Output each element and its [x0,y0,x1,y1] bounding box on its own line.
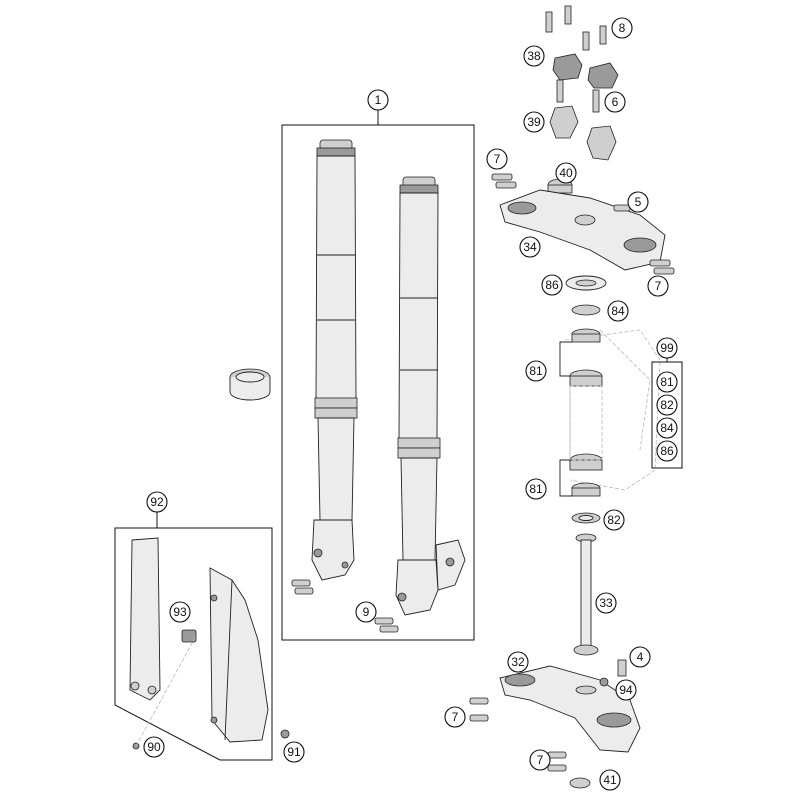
callout-39: 39 [523,111,545,133]
svg-text:86: 86 [660,444,674,458]
callout-40: 40 [555,162,577,184]
head-tube-section [569,385,603,461]
callout-34: 34 [519,236,541,258]
kit-item-81: 81 [656,371,678,393]
callout-7-lower-right: 7 [529,749,551,771]
svg-text:1: 1 [375,93,382,107]
clamp-bolts-6 [556,79,600,113]
svg-text:32: 32 [511,655,525,669]
callout-7-upper-left: 7 [486,148,508,170]
svg-text:94: 94 [619,683,633,697]
lower-triple-clamp-32 [499,665,641,753]
handlebar-clamps-38 [552,53,619,89]
svg-text:6: 6 [612,95,619,109]
svg-text:82: 82 [607,513,621,527]
handlebar-clamps-39 [549,105,617,161]
fork-pinch-bolts [291,579,399,633]
callout-91: 91 [283,741,305,763]
seal-82 [571,512,601,524]
svg-text:38: 38 [527,49,541,63]
callout-99: 99 [656,337,678,359]
kit-item-84: 84 [656,417,678,439]
svg-text:4: 4 [637,650,644,664]
callout-7-upper-right: 7 [647,275,669,297]
svg-text:91: 91 [287,745,301,759]
svg-text:86: 86 [545,278,559,292]
svg-text:7: 7 [655,279,662,293]
fork-guard-panel [129,537,161,701]
callout-4: 4 [629,646,651,668]
lower-clamp-bolts [469,659,627,789]
svg-text:82: 82 [660,398,674,412]
svg-text:90: 90 [147,740,161,754]
svg-text:81: 81 [660,375,674,389]
svg-text:84: 84 [660,421,674,435]
callout-8: 8 [611,17,633,39]
right-fork-leg [395,176,466,616]
callout-1: 1 [367,89,389,111]
svg-text:7: 7 [537,753,544,767]
left-fork-leg [311,139,358,581]
svg-text:7: 7 [452,710,459,724]
svg-text:34: 34 [523,240,537,254]
fork-guard-frame [114,512,273,761]
callout-82: 82 [603,509,625,531]
callout-38: 38 [523,45,545,67]
guard-clip [132,629,290,750]
fork-guard [209,567,269,743]
callout-33: 33 [595,592,617,614]
handlebar-bolts-8 [545,5,607,51]
callout-86: 86 [541,274,563,296]
frame-head-tube [564,329,661,491]
dust-seal-86 [565,275,607,291]
svg-text:9: 9 [363,605,370,619]
fork-assembly-frame [281,110,475,641]
svg-text:40: 40 [559,166,573,180]
callout-6: 6 [604,91,626,113]
svg-text:39: 39 [527,115,541,129]
callout-92: 92 [146,491,168,513]
svg-text:33: 33 [599,596,613,610]
callout-9: 9 [355,601,377,623]
callout-81-upper: 81 [525,360,547,382]
svg-text:81: 81 [529,482,543,496]
callout-93: 93 [169,601,191,623]
svg-text:93: 93 [173,605,187,619]
callout-5: 5 [627,191,649,213]
svg-text:81: 81 [529,364,543,378]
callout-84: 84 [607,300,629,322]
kit-item-82: 82 [656,394,678,416]
svg-text:84: 84 [611,304,625,318]
seal-84 [571,304,601,316]
clamp-bolts-7-upper [491,173,675,275]
callout-94: 94 [615,679,637,701]
callout-41: 41 [599,769,621,791]
kit-item-86: 86 [656,440,678,462]
svg-text:41: 41 [603,773,617,787]
svg-text:99: 99 [660,341,674,355]
seal-ring [229,368,271,401]
svg-text:92: 92 [150,495,164,509]
head-bearings-81 [559,328,603,497]
callout-7-lower-left: 7 [444,706,466,728]
callout-32: 32 [507,651,529,673]
callout-90: 90 [143,736,165,758]
steering-stem-33 [573,533,599,656]
callout-81-lower: 81 [525,478,547,500]
svg-text:5: 5 [635,195,642,209]
svg-text:8: 8 [619,21,626,35]
svg-text:7: 7 [494,152,501,166]
